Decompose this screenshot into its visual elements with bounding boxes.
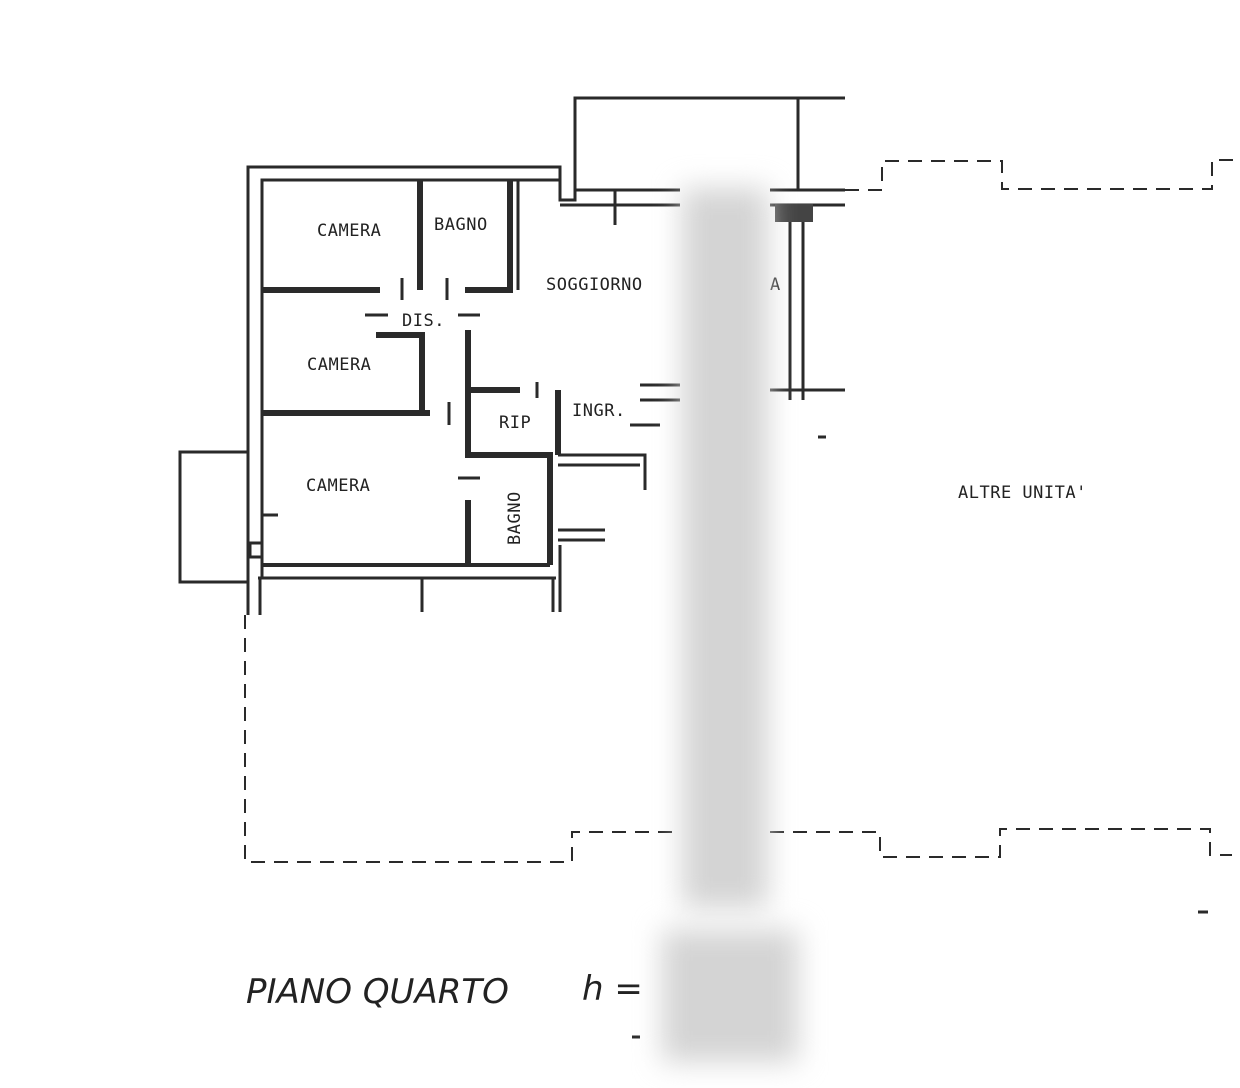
room-label-camera: CAMERA [317, 221, 381, 241]
column [775, 204, 813, 222]
room-label-camera: CAMERA [306, 476, 370, 496]
height-label: h = [582, 969, 643, 1009]
walls [178, 96, 1235, 1039]
room-label-ingresso: INGR. [572, 401, 626, 421]
room-label-camera: CAMERA [307, 355, 371, 375]
floor-title: PIANO QUARTO [246, 972, 509, 1012]
room-label-bagno: BAGNO [505, 491, 525, 545]
room-label-partial: A [770, 275, 781, 295]
redacted-area [662, 930, 798, 1062]
room-label-dis: DIS. [402, 311, 445, 331]
room-label-altre-unita: ALTRE UNITA' [958, 483, 1087, 503]
room-label-bagno: BAGNO [434, 215, 488, 235]
room-label-rip: RIP [499, 413, 531, 433]
redacted-area [682, 188, 768, 908]
room-label-soggiorno: SOGGIORNO [546, 275, 643, 295]
